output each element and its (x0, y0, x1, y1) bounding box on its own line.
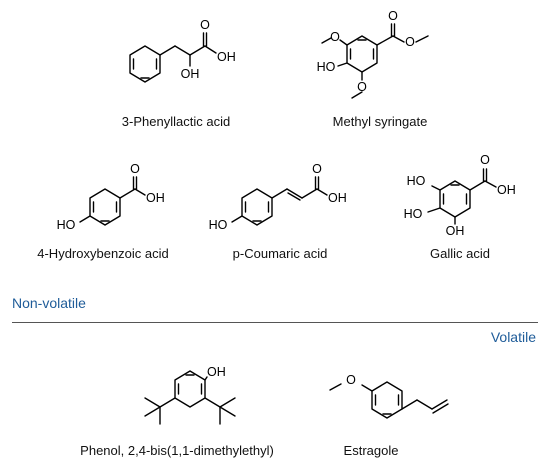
bond (301, 188, 318, 199)
alkene-bond (287, 192, 301, 201)
bond (159, 397, 176, 408)
structure-di-tert-butylphenol: OH (144, 365, 236, 425)
bond (286, 188, 303, 199)
atom-label: O (200, 18, 210, 32)
atom-label: HO (407, 174, 426, 188)
section-divider (12, 322, 538, 323)
caption-coumaric-acid: p-Coumaric acid (232, 246, 328, 261)
bond (144, 397, 161, 408)
benzene-ring (346, 35, 378, 73)
bond (329, 383, 342, 391)
bond (337, 62, 348, 67)
bond (159, 45, 176, 56)
bond (219, 397, 236, 408)
bond (144, 406, 161, 417)
bond (392, 35, 405, 43)
atom-label: O (312, 162, 322, 176)
atom-label: O (405, 35, 415, 49)
bond (231, 215, 243, 223)
structure-coumaric-acid: O OH HO (209, 162, 347, 232)
atom-label: O (480, 153, 490, 167)
bond (351, 91, 363, 99)
bond (401, 399, 418, 410)
caption-estragole: Estragole (343, 443, 399, 458)
structure-hydroxybenzoic-acid: O OH HO (57, 162, 165, 232)
atom-label: HO (317, 60, 336, 74)
atom-label: O (357, 80, 367, 94)
caption-di-tert-butylphenol: Phenol, 2,4-bis(1,1-dimethylethyl) (80, 443, 274, 458)
bond (416, 399, 433, 410)
caption-phenyllactic-acid: 3-Phenyllactic acid (121, 114, 231, 129)
benzene-ring (89, 188, 121, 226)
structure-methyl-syringate: O O O HO O (317, 9, 429, 99)
bond (431, 399, 448, 410)
bond (271, 188, 288, 199)
bond (321, 37, 332, 44)
bond (427, 207, 441, 213)
bond (431, 185, 441, 191)
bond (204, 376, 208, 381)
section-label-nonvolatile: Non-volatile (12, 295, 86, 311)
bond (361, 384, 373, 392)
atom-label: OH (146, 191, 165, 205)
bond (119, 188, 136, 199)
atom-label: HO (209, 218, 228, 232)
atom-label: OH (328, 191, 347, 205)
caption-methyl-syringate: Methyl syringate (332, 114, 428, 129)
benzene-ring (439, 180, 471, 218)
caption-gallic-acid: Gallic acid (430, 246, 490, 261)
bond (204, 45, 217, 54)
atom-label: O (388, 9, 398, 23)
caption-hydroxybenzoic-acid: 4-Hydroxybenzoic acid (37, 246, 169, 261)
bond (484, 180, 497, 188)
bond (469, 180, 486, 191)
atom-label: O (130, 162, 140, 176)
bond (189, 45, 206, 56)
structure-gallic-acid: HO HO OH O OH (404, 153, 516, 238)
benzene-ring (371, 381, 403, 419)
atom-label: OH (181, 67, 200, 81)
bond (415, 35, 429, 43)
structure-phenyllactic-acid: O OH OH (129, 18, 236, 83)
bond (219, 406, 236, 417)
bond (174, 45, 191, 56)
atom-label: O (330, 30, 340, 44)
atom-label: O (346, 373, 356, 387)
bond (134, 188, 146, 196)
section-label-volatile: Volatile (490, 329, 536, 345)
atom-label: HO (404, 207, 423, 221)
benzene-ring (174, 370, 206, 408)
bond (316, 188, 328, 196)
atom-label: OH (446, 224, 465, 238)
structure-estragole: O (329, 373, 449, 419)
benzene-ring (129, 45, 161, 83)
atom-label: OH (207, 365, 226, 379)
atom-label: OH (497, 183, 516, 197)
atom-label: OH (217, 50, 236, 64)
benzene-ring (241, 188, 273, 226)
atom-label: HO (57, 218, 76, 232)
bond (339, 39, 348, 46)
bond (204, 397, 221, 408)
bond (376, 35, 394, 46)
bond (79, 215, 91, 223)
alkene-bond (432, 403, 449, 414)
